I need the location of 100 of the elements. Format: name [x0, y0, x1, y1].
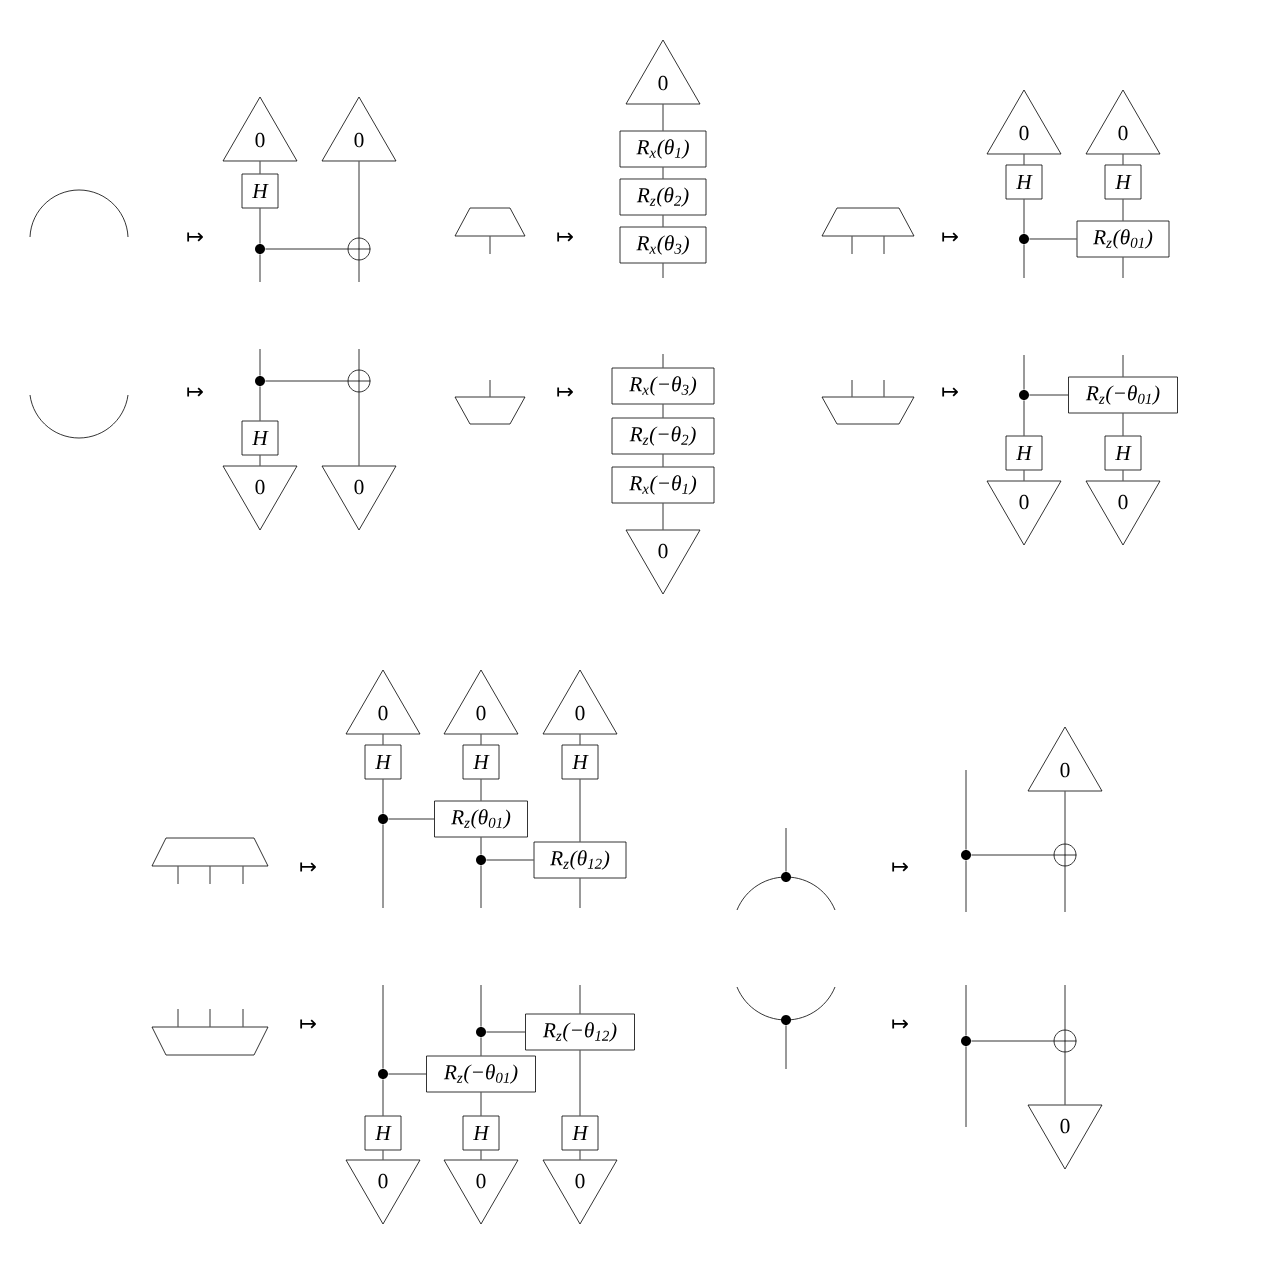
- wire: [851, 236, 853, 255]
- gate-box: H: [462, 1115, 500, 1151]
- wire: [358, 348, 360, 370]
- gate-box: H: [1104, 435, 1142, 471]
- wire: [579, 984, 581, 1014]
- trapezoid: [454, 207, 526, 237]
- wire: [971, 1040, 1054, 1042]
- gate-box: H: [1104, 164, 1142, 200]
- wire: [1023, 470, 1025, 481]
- wire: [662, 167, 664, 179]
- wire: [1064, 984, 1066, 1030]
- maps-to-symbol: ↦: [187, 387, 203, 397]
- wire: [358, 392, 360, 466]
- wire: [662, 104, 664, 131]
- wire: [486, 1031, 526, 1033]
- wire: [382, 824, 384, 909]
- wire: [965, 860, 967, 913]
- wire: [480, 1092, 482, 1116]
- wire: [209, 1008, 211, 1027]
- wire: [358, 260, 360, 283]
- wire: [1029, 394, 1069, 396]
- wire: [579, 878, 581, 909]
- wire: [480, 734, 482, 745]
- wire: [242, 1008, 244, 1027]
- trapezoid: [151, 837, 269, 867]
- wire: [242, 866, 244, 885]
- triangle: 0: [1085, 480, 1161, 546]
- wire: [259, 386, 261, 421]
- wire: [480, 865, 482, 909]
- triangle: 0: [625, 39, 701, 105]
- wire: [480, 1150, 482, 1160]
- gate-box: H: [561, 1115, 599, 1151]
- trapezoid: [821, 396, 915, 425]
- triangle: 0: [321, 465, 397, 531]
- gate-box: H: [241, 173, 279, 209]
- triangle: 0: [986, 480, 1062, 546]
- gate-box: R$_{z}$(−θ$_{01}$): [426, 1055, 536, 1093]
- wire: [1023, 244, 1025, 279]
- wire: [265, 380, 348, 382]
- gate-box: R$_{x}$(−θ$_{1}$): [611, 466, 715, 504]
- wire: [662, 404, 664, 418]
- gate-box: H: [364, 744, 402, 780]
- wire: [382, 734, 384, 745]
- wire: [177, 866, 179, 885]
- wire: [177, 1008, 179, 1027]
- wire: [388, 818, 435, 820]
- gate-box: R$_{z}$(θ$_{01}$): [434, 800, 528, 838]
- wire: [486, 859, 534, 861]
- maps-to-symbol: ↦: [942, 387, 958, 397]
- wire: [851, 379, 853, 397]
- wire: [382, 984, 384, 1069]
- gate-box: H: [561, 744, 599, 780]
- gate-box: R$_{z}$(−θ$_{2}$): [611, 417, 715, 455]
- wire: [259, 208, 261, 244]
- wire: [1029, 238, 1077, 240]
- wire: [1023, 154, 1025, 165]
- wire: [785, 1025, 787, 1070]
- wire: [388, 1073, 427, 1075]
- wire: [883, 236, 885, 255]
- wire: [883, 379, 885, 397]
- wire: [259, 254, 261, 283]
- wire: [662, 263, 664, 279]
- wire: [579, 734, 581, 745]
- gate-box: H: [364, 1115, 402, 1151]
- wire: [785, 827, 787, 872]
- wire: [1023, 400, 1025, 436]
- triangle: 0: [986, 89, 1062, 155]
- wire: [1064, 1052, 1066, 1105]
- wire: [1064, 866, 1066, 913]
- maps-to-symbol: ↦: [300, 862, 316, 872]
- triangle: 0: [222, 465, 298, 531]
- wire: [1023, 199, 1025, 234]
- triangle: 0: [222, 96, 298, 162]
- maps-to-symbol: ↦: [942, 232, 958, 242]
- arc: [736, 876, 836, 911]
- wire: [480, 779, 482, 801]
- wire: [382, 1150, 384, 1160]
- maps-to-symbol: ↦: [557, 232, 573, 242]
- wire: [480, 1037, 482, 1056]
- gate-box: R$_{z}$(−θ$_{01}$): [1068, 376, 1178, 414]
- wire: [965, 769, 967, 850]
- triangle: 0: [542, 669, 618, 735]
- arc: [29, 189, 129, 238]
- wire: [1122, 354, 1124, 377]
- wire: [259, 161, 261, 174]
- triangle: 0: [345, 669, 421, 735]
- arc: [736, 986, 836, 1021]
- gate-box: R$_{x}$(−θ$_{3}$): [611, 367, 715, 405]
- gate-box: R$_{z}$(−θ$_{12}$): [525, 1013, 635, 1051]
- maps-to-symbol: ↦: [892, 1019, 908, 1029]
- wire: [662, 353, 664, 368]
- gate-box: R$_{z}$(θ$_{12}$): [533, 841, 627, 879]
- triangle: 0: [542, 1159, 618, 1225]
- wire: [259, 348, 261, 376]
- gate-box: R$_{z}$(θ$_{2}$): [619, 178, 707, 216]
- gate-box: H: [1005, 164, 1043, 200]
- wire: [1122, 470, 1124, 481]
- maps-to-symbol: ↦: [557, 387, 573, 397]
- maps-to-symbol: ↦: [300, 1019, 316, 1029]
- wire: [1023, 354, 1025, 390]
